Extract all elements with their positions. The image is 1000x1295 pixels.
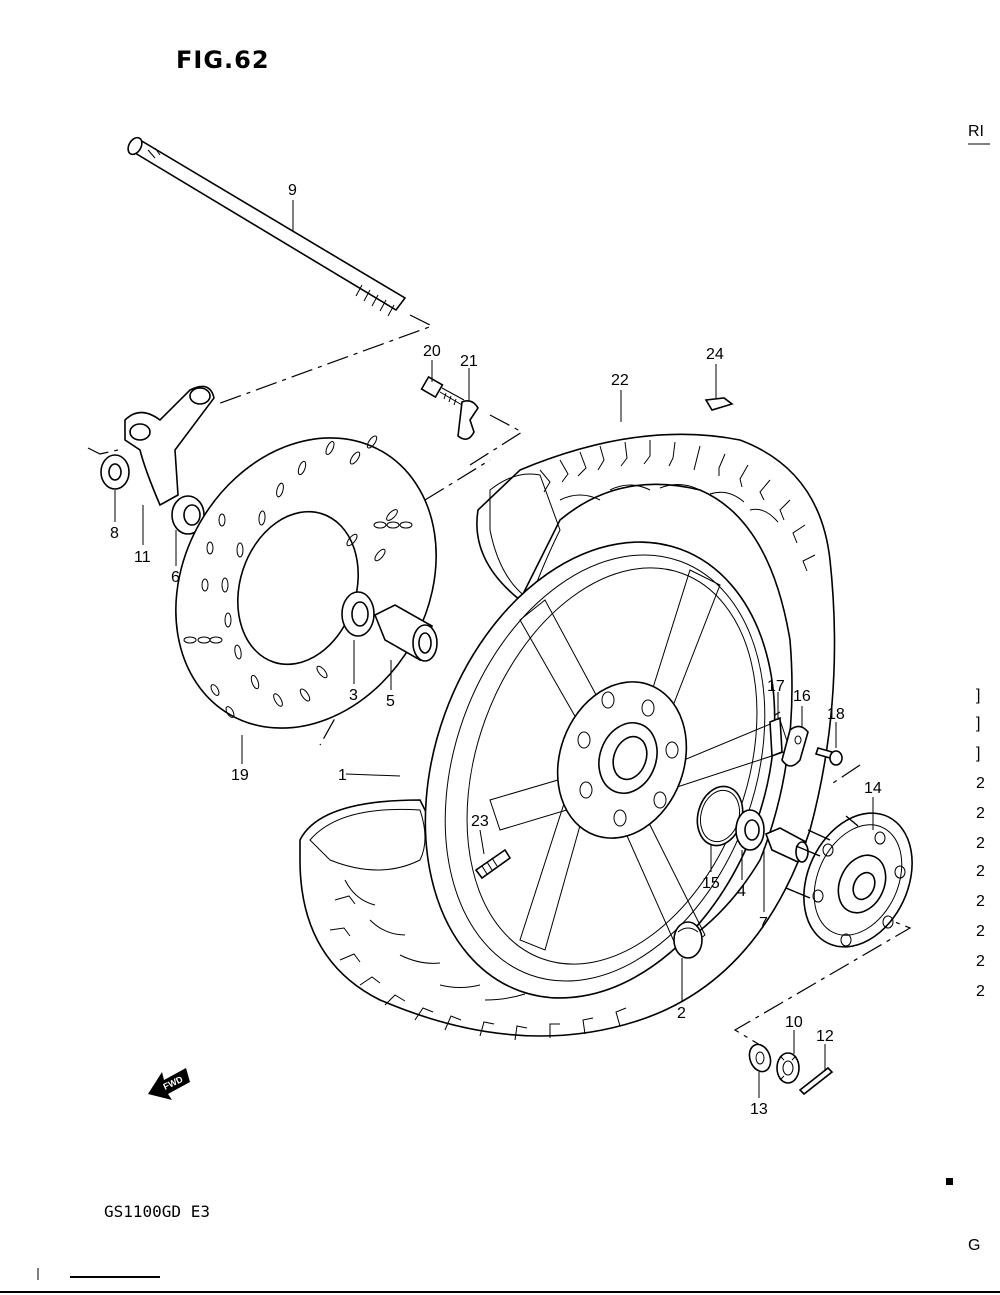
callout-8: 8: [110, 525, 119, 542]
svg-text:2: 2: [976, 775, 985, 792]
svg-text:2: 2: [976, 863, 985, 880]
bolt-20: [420, 375, 465, 406]
svg-text:2: 2: [976, 983, 985, 1000]
callout-19: 19: [231, 767, 249, 784]
leader-lines: [114, 200, 874, 1098]
svg-text:2: 2: [976, 953, 985, 970]
spacer-5: [373, 604, 438, 662]
washer-13: [748, 1043, 772, 1073]
bearing-3: [341, 591, 375, 637]
svg-text:]: ]: [976, 715, 980, 732]
sprocket-hub-14: [785, 812, 913, 948]
valve-23: [474, 848, 512, 880]
chain-adjuster-pin-17: [769, 716, 783, 758]
damper-2: [673, 921, 703, 959]
callout-1: 1: [338, 767, 347, 784]
model-code: GS1100GD E3: [104, 1202, 210, 1221]
svg-text:2: 2: [976, 835, 985, 852]
lock-washer-21: [457, 400, 479, 440]
bearing-4: [735, 809, 765, 851]
figure-title: FIG.62: [176, 46, 270, 74]
callout-6: 6: [171, 569, 180, 586]
castle-nut-10: [776, 1052, 800, 1084]
callout-5: 5: [386, 693, 395, 710]
cotter-pin-12: [798, 1066, 834, 1096]
svg-text:2: 2: [976, 893, 985, 910]
callout-20: 20: [423, 343, 441, 360]
callout-16: 16: [793, 688, 811, 705]
callout-18: 18: [827, 706, 845, 723]
callout-2: 2: [677, 1005, 686, 1022]
callout-13: 13: [750, 1101, 768, 1118]
callout-9: 9: [288, 182, 297, 199]
callout-12: 12: [816, 1028, 834, 1045]
edge-text-bottom-right: G: [968, 1237, 980, 1254]
callout-14: 14: [864, 780, 882, 797]
edge-text-top-right: RI: [968, 123, 984, 140]
callout-24: 24: [706, 346, 724, 363]
balance-weight-24: [704, 397, 734, 411]
page-bottom-marks: [0, 1268, 1000, 1293]
callout-15: 15: [702, 875, 720, 892]
callout-7: 7: [759, 915, 768, 932]
bolt-18: [814, 747, 843, 766]
svg-text:]: ]: [976, 687, 980, 704]
callout-labels: 1 2 3 4 5 6 7 8 9 10 11 12 13 14 15 16 1…: [110, 182, 882, 1118]
brake-disc: [175, 435, 437, 729]
callout-10: 10: [785, 1014, 803, 1031]
caliper-bracket: [124, 385, 215, 507]
svg-text:]: ]: [976, 745, 980, 762]
callout-23: 23: [471, 813, 489, 830]
callout-22: 22: [611, 372, 629, 389]
callout-11: 11: [134, 549, 151, 566]
axle: [127, 136, 407, 317]
edge-mark: [946, 1178, 953, 1185]
callout-3: 3: [349, 687, 358, 704]
spacer-8: [100, 454, 130, 490]
callout-17: 17: [767, 678, 785, 695]
fwd-arrow-icon: FWD: [148, 1068, 190, 1100]
svg-text:2: 2: [976, 805, 985, 822]
callout-4: 4: [737, 883, 746, 900]
callout-21: 21: [460, 353, 478, 370]
svg-text:2: 2: [976, 923, 985, 940]
edge-right-column: ] ] ] 2 2 2 2 2 2 2 2: [976, 687, 985, 1000]
adjuster-plate-16: [781, 725, 809, 767]
